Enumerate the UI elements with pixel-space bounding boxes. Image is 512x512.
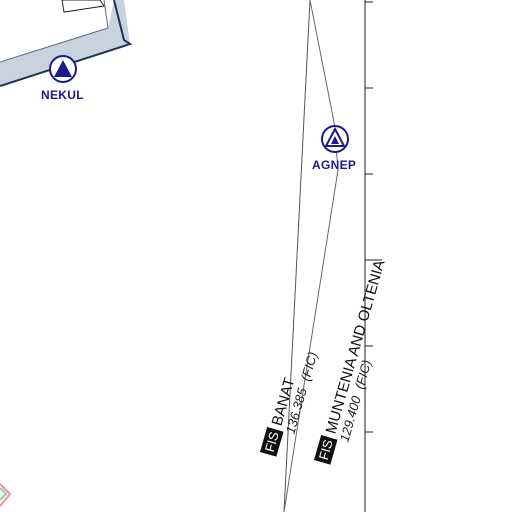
airspace-band [0, 0, 130, 86]
waypoint-nekul-label: NEKUL [41, 88, 84, 102]
waypoint-agnep-icon [321, 125, 349, 153]
waypoint-nekul-icon [49, 55, 77, 83]
restricted-area-corner [0, 483, 12, 507]
airspace-inner-box [61, 0, 105, 13]
waypoint-agnep-label: AGNEP [312, 158, 357, 172]
fir-boundary-line [283, 0, 311, 512]
airspace-band-inner-edge [0, 0, 109, 63]
